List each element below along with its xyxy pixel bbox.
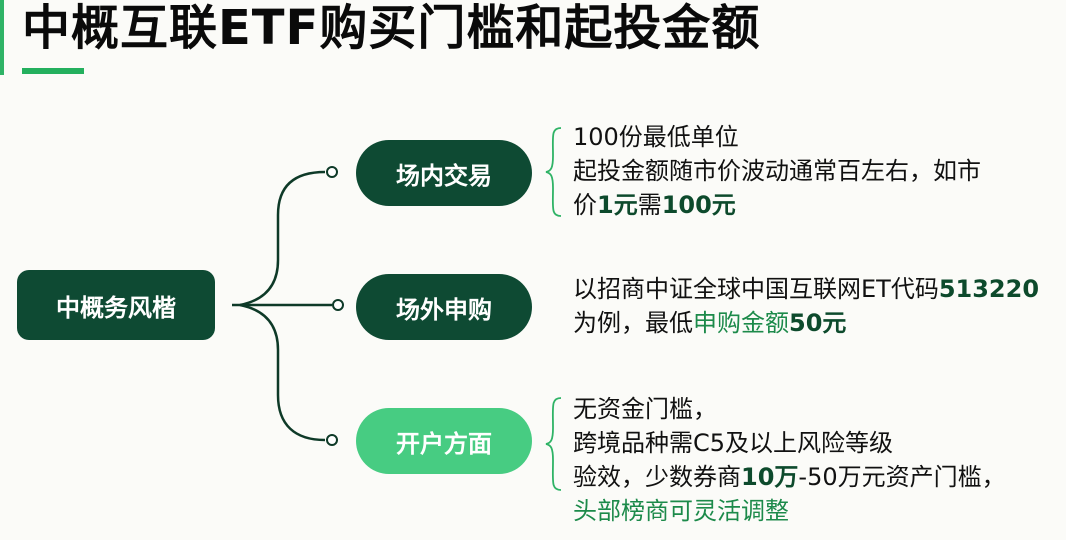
- highlight-amount: 50元: [789, 309, 847, 337]
- brace-icon: [545, 127, 562, 217]
- branch-label: 场内交易: [396, 161, 492, 190]
- branch-label: 开户方面: [396, 429, 492, 458]
- highlight-amount: 100元: [661, 191, 736, 219]
- text-segment: 验效，少数券商: [573, 463, 741, 491]
- page-title: 中概互联ETF购买门槛和起投金额: [22, 0, 761, 56]
- desc-line: 跨境品种需C5及以上风险等级: [573, 429, 894, 457]
- branch-description-account: 无资金门槛， 跨境品种需C5及以上风险等级 验效，少数券商10万-50万元资产门…: [573, 392, 1006, 528]
- desc-line: 头部榜商可灵活调整: [573, 497, 789, 525]
- branch-node-exchange-trading: 场内交易: [356, 140, 532, 206]
- branch-description-exchange: 100份最低单位 起投金额随市价波动通常百左右，如市 价1元需100元: [573, 120, 981, 222]
- fund-code: 513220: [938, 275, 1040, 303]
- node-connector-dot: [326, 166, 338, 178]
- root-node: 中概务风楷: [17, 270, 215, 340]
- text-segment: 价: [573, 191, 597, 219]
- highlight-amount: 10万: [741, 463, 799, 491]
- branch-label: 场外申购: [396, 295, 492, 324]
- text-segment: 为例，最低: [573, 309, 693, 337]
- text-segment: 以招商中证全球中国互联网ET代码: [573, 275, 939, 303]
- root-label: 中概务风楷: [56, 293, 176, 322]
- desc-line: 验效，少数券商10万-50万元资产门槛，: [573, 460, 1006, 494]
- desc-line: 100份最低单位: [573, 123, 739, 151]
- desc-line: 无资金门槛，: [573, 395, 717, 423]
- branch-node-account-opening: 开户方面: [356, 408, 532, 474]
- branch-node-otc-subscription: 场外申购: [356, 274, 532, 340]
- node-connector-dot: [332, 299, 344, 311]
- highlight-label: 申购金额: [693, 309, 789, 337]
- accent-bar: [0, 0, 4, 75]
- brace-icon: [545, 397, 562, 491]
- desc-line: 为例，最低申购金额50元: [573, 306, 1039, 340]
- desc-line: 价1元需100元: [573, 188, 981, 222]
- text-segment: 需: [637, 191, 662, 219]
- desc-line: 起投金额随市价波动通常百左右，如市: [573, 157, 981, 185]
- branch-description-otc: 以招商中证全球中国互联网ET代码513220 为例，最低申购金额50元: [573, 272, 1039, 340]
- desc-line: 以招商中证全球中国互联网ET代码513220: [573, 272, 1039, 306]
- node-connector-dot: [326, 434, 338, 446]
- title-underline: [22, 68, 84, 74]
- highlight-price: 1元: [597, 191, 638, 219]
- text-segment: -50万元资产门槛，: [798, 463, 1006, 491]
